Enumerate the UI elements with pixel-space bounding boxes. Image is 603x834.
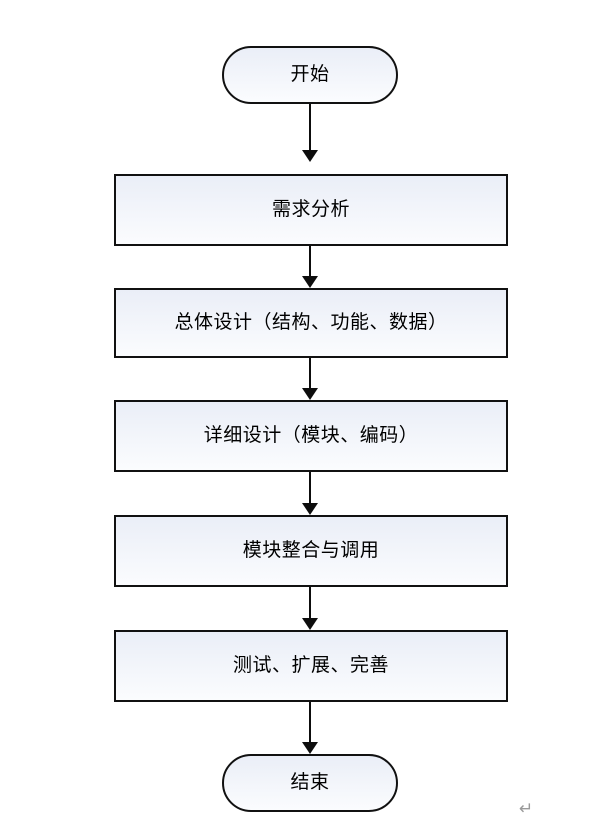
arrowhead-icon [302, 618, 318, 630]
flowchart-node-label: 总体设计（结构、功能、数据） [174, 312, 448, 333]
flowchart-node-test[interactable]: 测试、扩展、完善 [114, 630, 508, 702]
connector-line [309, 104, 311, 150]
arrowhead-icon [302, 150, 318, 162]
flowchart-node-end[interactable]: 结束 [222, 754, 398, 812]
flowchart-node-module[interactable]: 模块整合与调用 [114, 515, 508, 587]
flowchart-node-label: 详细设计（模块、编码） [203, 425, 419, 446]
flowchart-node-detail[interactable]: 详细设计（模块、编码） [114, 400, 508, 472]
flowchart-node-label: 需求分析 [271, 199, 350, 220]
flowchart-node-label: 开始 [290, 64, 330, 85]
connector-line [309, 702, 311, 742]
flowchart-node-label: 结束 [290, 772, 330, 793]
connector-line [309, 246, 311, 276]
flowchart-node-label: 模块整合与调用 [242, 540, 380, 561]
connector-line [309, 472, 311, 503]
paragraph-return-mark-icon: ↵ [519, 799, 534, 818]
arrowhead-icon [302, 276, 318, 288]
flowchart-node-start[interactable]: 开始 [222, 46, 398, 104]
flowchart-node-label: 测试、扩展、完善 [232, 655, 389, 676]
flowchart-node-design[interactable]: 总体设计（结构、功能、数据） [114, 288, 508, 358]
arrowhead-icon [302, 388, 318, 400]
arrowhead-icon [302, 503, 318, 515]
arrowhead-icon [302, 742, 318, 754]
connector-line [309, 358, 311, 388]
flowchart-node-req[interactable]: 需求分析 [114, 174, 508, 246]
connector-line [309, 587, 311, 618]
